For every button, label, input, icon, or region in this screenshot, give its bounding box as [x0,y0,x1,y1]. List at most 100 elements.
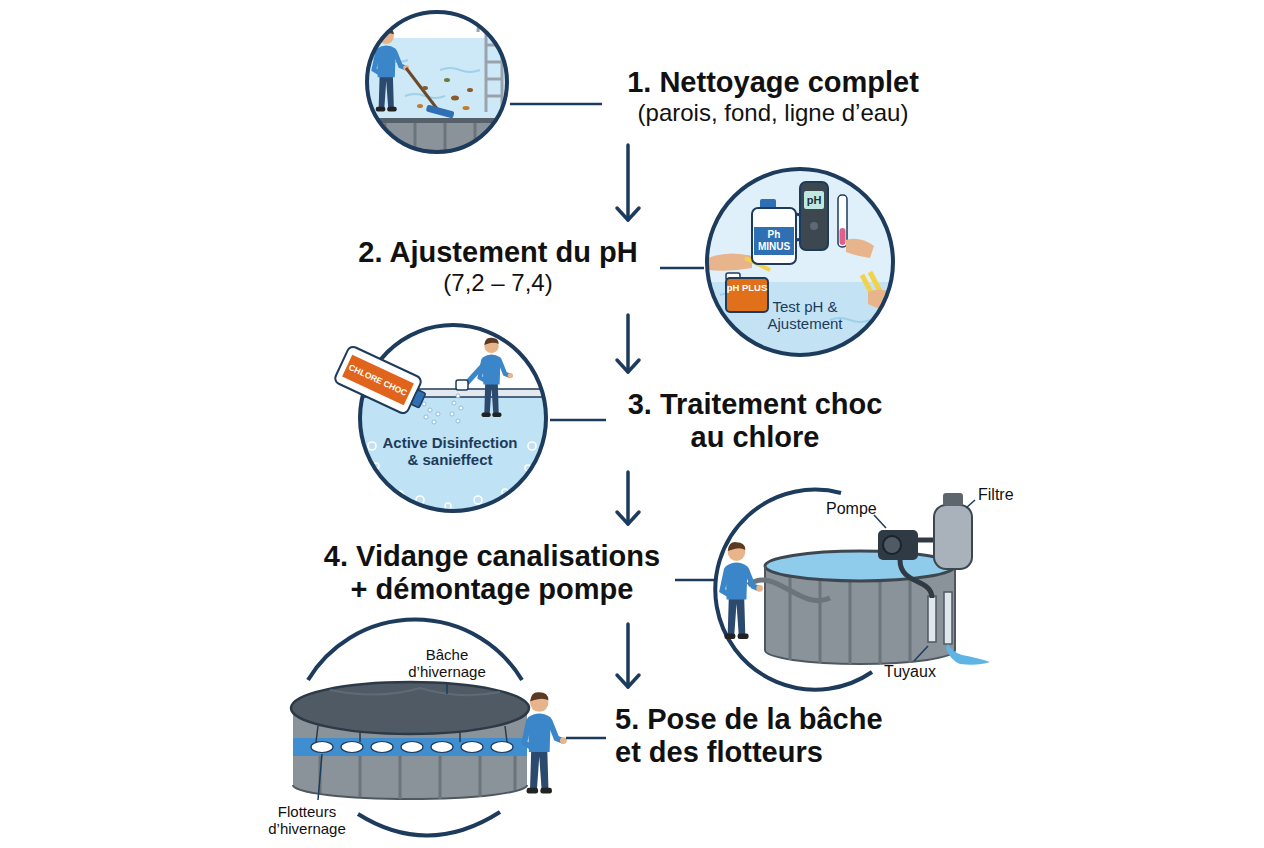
leader-lines-part [550,419,606,422]
pump-scene-part [722,542,763,639]
arrow-line [626,472,630,524]
chlorine-scene [355,320,555,520]
step-title: 4. Vidange canalisations + démontage pom… [317,540,667,606]
step-circle [360,325,546,511]
leader-lines-part [675,579,716,582]
flow-arrow [617,315,639,372]
part-label: Tuyaux [884,663,954,681]
cover-scene-part-part [491,742,513,753]
cover-scene-part-part [311,742,333,753]
chlorine-bottle-part [342,355,414,405]
cover-scene-part-part [431,742,453,753]
part-label: Flotteurs d’hivernage [258,803,356,837]
cover-scene-part [293,785,527,799]
cover-scene-part-part [461,742,483,753]
cleaning-scene-part [463,106,470,110]
cleaning-scene [360,8,520,158]
arrow-head [617,512,639,524]
pump-scene [715,490,990,690]
bottle-label: pH PLUS [726,282,768,294]
bottle-label: CHLORE CHOC [346,361,409,399]
step-circle [707,169,893,355]
chlorine-scene-part [456,380,468,390]
chlorine-bottle [333,345,431,419]
step-box: 1. Nettoyage complet(parois, fond, ligne… [608,66,938,127]
arrow-head [617,208,639,220]
step-detail: (7,2 – 7,4) [343,269,653,297]
ph-scene [700,165,900,372]
chlorine-scene-part-part [450,412,454,416]
pump-scene-part [928,596,936,642]
pump-scene-part [790,575,910,664]
cover-scene-part [316,726,507,742]
ph-scene-part [726,278,768,312]
part-leaders-part [914,646,928,661]
arrow-line [626,315,630,372]
chlorine-scene-part [422,394,463,424]
pump-scene-part [765,551,955,581]
part-leaders-part [966,500,975,508]
chlorine-bottle-part [333,345,422,415]
step-detail: (parois, fond, ligne d’eau) [608,99,938,127]
part-label: Pompe [826,500,886,518]
cover-scene-part [291,682,529,734]
cleaning-scene-part [451,96,459,101]
step-title: 5. Pose de la bâche et des flotteurs [615,703,900,769]
ph-scene-part [752,208,796,264]
step-box: 4. Vidange canalisations + démontage pom… [317,540,667,606]
chlorine-scene-part-part [474,496,482,504]
arrow-head [617,360,639,372]
cleaning-scene-part [444,78,450,82]
scene-caption: Active Disinfection & sanieffect [380,434,520,468]
chlorine-scene-part [355,320,555,520]
arrow-head [617,675,639,687]
cover-scene-part-part [401,742,423,753]
flow-arrow [617,472,639,524]
part-leaders-part [318,754,322,800]
pump-scene-part [954,566,956,650]
pump-scene-part [900,560,932,598]
arrow-line [626,145,630,220]
pump-scene-part [765,636,955,664]
step-box: 3. Traitement choc au chlore [615,388,895,454]
pump-scene-part [878,530,918,560]
chlorine-scene-part [480,338,513,417]
part-label: Bâche d’hivernage [395,646,499,680]
cover-scene-part [293,771,527,799]
cover-scene-part [293,738,527,756]
flow-arrow [617,145,639,220]
flow-arrow [617,624,639,687]
part-leaders [318,500,975,800]
leader-lines [510,104,716,738]
step-title: 2. Ajustement du pH [343,236,653,269]
chlorine-scene-part-part [452,401,456,405]
step-box: 5. Pose de la bâche et des flotteurs [615,703,900,769]
bottle-label: Ph MINUS [754,229,794,253]
cover-scene-part [524,692,567,793]
cleaning-scene-part [467,88,473,92]
arrow-line [626,624,630,687]
chlorine-scene-part-part [459,406,463,410]
meter-label: pH [804,194,824,207]
ph-scene-part [804,191,824,209]
ph-scene-part [838,195,847,247]
chlorine-scene-part-part [456,394,460,398]
chlorine-scene-part-part [456,419,460,423]
chlorine-scene-part-part [428,408,432,412]
pump-scene-part [943,493,963,506]
pump-scene-part [934,505,972,569]
chlorine-scene-part-part [528,442,536,450]
ph-scene-part [708,253,752,270]
chlorine-scene-part-part [424,415,428,419]
pump-scene-part [765,650,955,664]
chlorine-scene-part [355,396,555,516]
part-leaders-part [446,683,448,694]
pump-scene-part [946,644,990,665]
ph-scene-part [846,239,874,258]
chlorine-scene-part-part [368,442,376,450]
step-title: 3. Traitement choc au chlore [615,388,895,454]
cleaning-scene-part [417,104,423,108]
pump-scene-part [883,536,901,554]
ph-scene-part [754,227,794,255]
cover-scene-part-part [341,742,363,753]
